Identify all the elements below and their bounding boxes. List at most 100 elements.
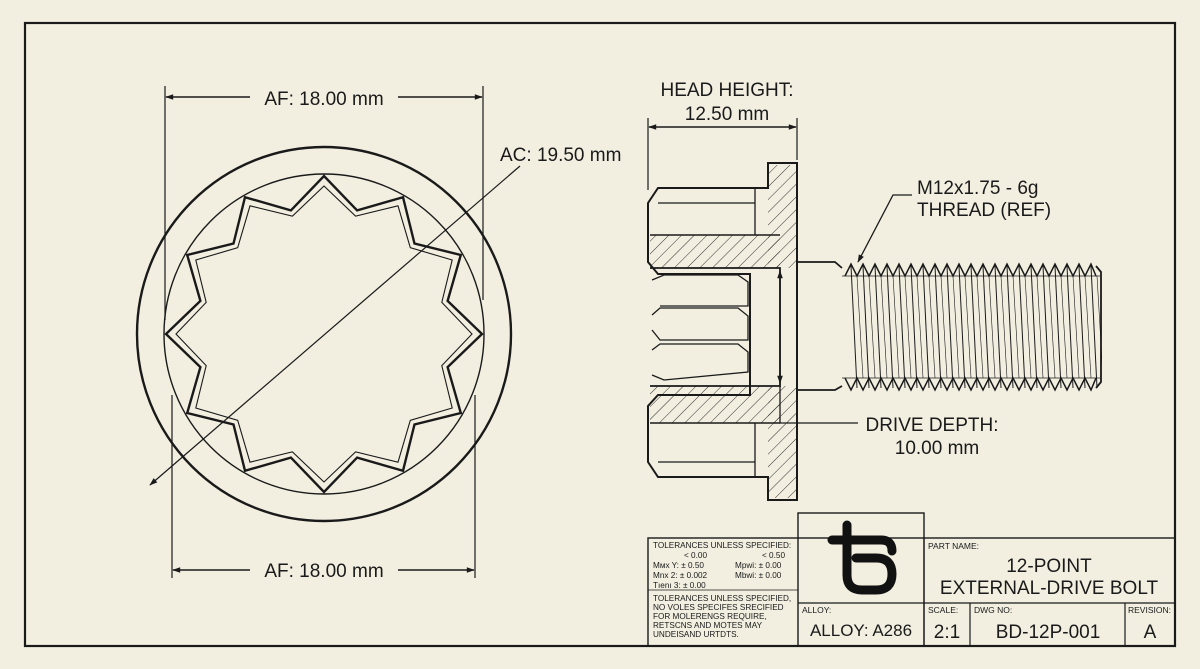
tol-row3-right: Mbwi: ± 0.00 <box>735 571 782 580</box>
part-name-line2: EXTERNAL-DRIVE BOLT <box>940 578 1159 599</box>
thread-line <box>934 265 942 388</box>
part-name-caption: PART NAME: <box>928 541 979 551</box>
tol-row4-left: Tıenı 3: ± 0.00 <box>653 581 706 590</box>
company-logo <box>827 520 897 595</box>
end-view: AF: 18.00 mm AF: 18.00 mm AC: 19.50 mm <box>135 86 621 582</box>
twelve-point-inner-profile <box>175 185 473 483</box>
thread-line <box>1030 265 1038 388</box>
revision-caption: REVISION: <box>1128 605 1171 615</box>
part-name-line1: 12-POINT <box>1006 556 1092 577</box>
tol-row1-left: < 0.00 <box>684 551 707 560</box>
thread-line <box>922 265 930 388</box>
drive-depth-label: DRIVE DEPTH: <box>865 415 998 436</box>
af-bottom-label: AF: 18.00 mm <box>264 561 383 582</box>
thread-line <box>1090 265 1098 388</box>
thread-line <box>1078 265 1086 388</box>
thread-root-line <box>1072 275 1080 379</box>
section-hatch-flange-bottom <box>768 386 796 498</box>
thread-root-line <box>988 275 996 379</box>
drive-spline-top <box>651 274 749 307</box>
ac-label: AC: 19.50 mm <box>500 145 621 166</box>
thread-root-line <box>1084 275 1092 379</box>
thread-line <box>1042 265 1050 388</box>
shank-outline <box>797 261 843 391</box>
side-view: HEAD HEIGHT: 12.50 mm M12x1.75 - 6g THRE… <box>647 80 1102 501</box>
thread-line <box>898 265 906 388</box>
tolerances-header: TOLERANCES UNLESS SPECIFIED: <box>653 541 791 550</box>
thread-root-line <box>976 275 984 379</box>
drive-cavity <box>650 267 781 387</box>
thread-root-line <box>1012 275 1020 379</box>
thread-line <box>1054 265 1062 388</box>
drive-spline-bottom <box>651 343 749 381</box>
flange-inner-circle <box>163 173 485 495</box>
thread-root-line <box>1036 275 1044 379</box>
thread-root-line <box>952 275 960 379</box>
thread-root-line <box>1024 275 1032 379</box>
thread-line <box>1018 265 1026 388</box>
thread-root-line <box>892 275 900 379</box>
drive-depth-leader <box>779 386 858 424</box>
alloy-value: ALLOY: A286 <box>810 621 912 640</box>
tol-row2-right: Mpwi: ± 0.00 <box>735 561 782 570</box>
dwg-caption: DWG NO: <box>974 605 1012 615</box>
section-hatch-bottom <box>650 386 780 423</box>
thread-leader <box>857 194 912 263</box>
head-height-value: 12.50 mm <box>685 104 769 125</box>
notes-line: RETSCNS AND MOTES MAY <box>653 621 763 630</box>
thread-line <box>994 265 1002 388</box>
thread-root-line <box>856 275 864 379</box>
thread-line <box>862 265 870 388</box>
tol-row2-left: Mмx Y: ± 0.50 <box>653 561 704 570</box>
notes-line: UNDEISAND URTDTS. <box>653 630 739 639</box>
thread-line <box>982 265 990 388</box>
thread-root-line <box>1096 275 1102 367</box>
tol-row3-left: Mnx 2: ± 0.002 <box>653 571 708 580</box>
thread-line <box>946 265 954 388</box>
thread-root-line <box>964 275 972 379</box>
thread-line <box>1006 265 1014 388</box>
thread-line <box>1066 265 1074 388</box>
thread-root-line <box>868 275 876 379</box>
thread-line <box>970 265 978 388</box>
thread-root-line <box>1048 275 1056 379</box>
thread-spec-line1: M12x1.75 - 6g <box>917 178 1038 199</box>
section-hatch-top <box>650 235 780 268</box>
notes-line: FOR MOLERENGS REQUIRE, <box>653 612 767 621</box>
thread-root-line <box>928 275 936 379</box>
thread-root-line <box>1000 275 1008 379</box>
thread-root-line <box>940 275 948 379</box>
scale-caption: SCALE: <box>928 605 958 615</box>
sheet-border <box>23 21 1177 648</box>
thread-line <box>874 265 882 388</box>
thread-line <box>958 265 966 388</box>
thread-crest-bottom <box>844 376 1097 392</box>
thread-line <box>886 265 894 388</box>
thread-root-line <box>916 275 924 379</box>
revision-value: A <box>1144 622 1157 643</box>
flange-outer-circle <box>135 145 513 523</box>
thread-root-line <box>904 275 912 379</box>
thread-end <box>1095 265 1102 389</box>
af-top-label: AF: 18.00 mm <box>264 89 383 110</box>
tol-row1-right: < 0.50 <box>762 551 785 560</box>
thread-spec-line2: THREAD (REF) <box>917 200 1051 221</box>
section-hatch-flange-top <box>768 165 796 268</box>
thread-root-line <box>880 275 888 379</box>
alloy-caption: ALLOY: <box>802 605 831 615</box>
ac-dim-line <box>149 165 521 486</box>
thread-crest-top <box>844 262 1097 278</box>
dwg-value: BD-12P-001 <box>996 622 1101 643</box>
twelve-point-outer-profile <box>164 174 484 494</box>
thread-lines <box>850 265 1102 388</box>
drive-depth-value: 10.00 mm <box>895 438 979 459</box>
drive-spline-middle <box>651 307 749 341</box>
thread-root-line <box>1060 275 1068 379</box>
thread-line <box>910 265 918 388</box>
head-height-label: HEAD HEIGHT: <box>660 80 793 101</box>
scale-value: 2:1 <box>934 622 960 643</box>
title-block: TOLERANCES UNLESS SPECIFIED: < 0.00 < 0.… <box>647 512 1176 647</box>
notes-line: NO VOLES SPECIFES SRECIFIED <box>653 603 784 612</box>
notes-line: TOLERANCES UNLESS SPECIFIED, <box>653 594 791 603</box>
